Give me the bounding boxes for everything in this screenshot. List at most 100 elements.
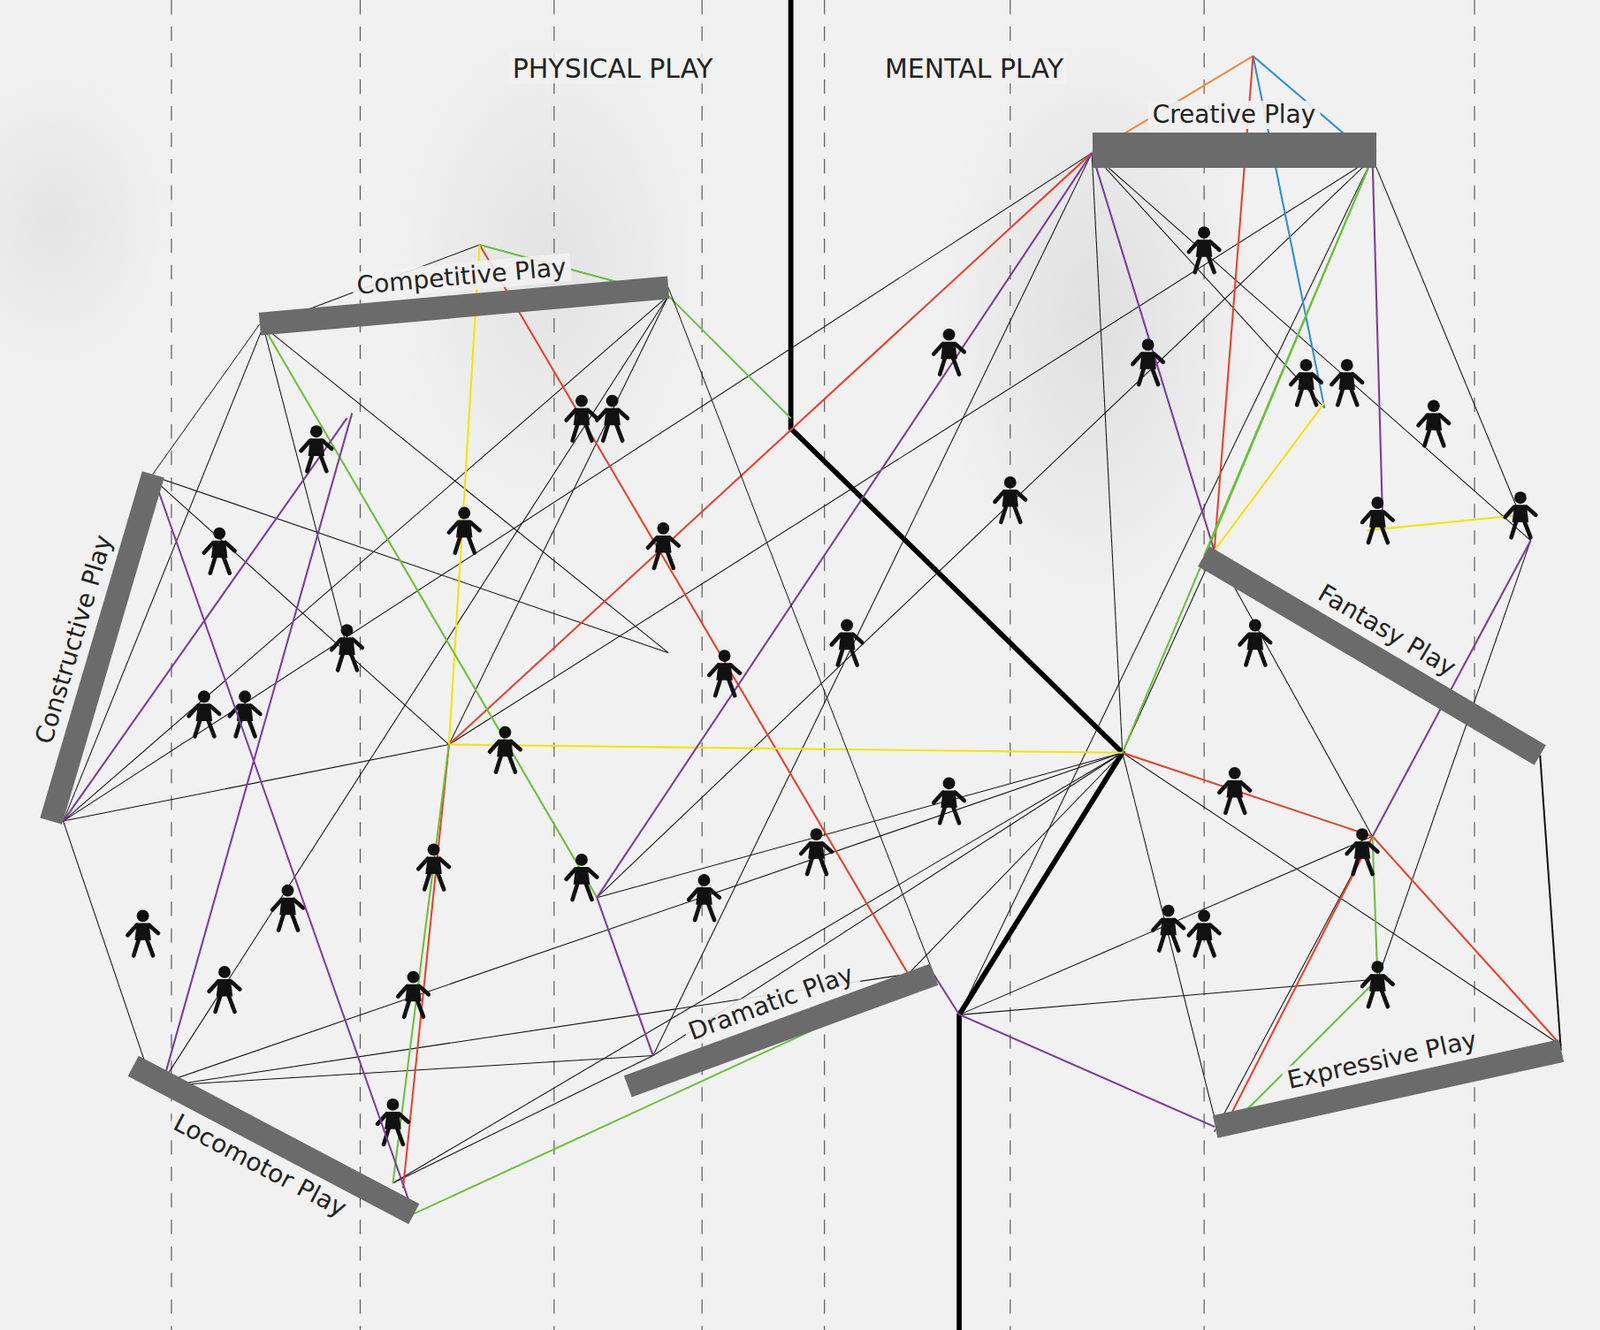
green-line [1372,836,1379,980]
child-figure [127,909,159,956]
network-line [1122,550,1215,754]
child-figure [1505,491,1537,538]
network-line [63,296,670,822]
child-figure [1362,960,1394,1007]
network-line [147,474,669,654]
network-line [263,326,669,653]
child-figure [647,522,679,569]
child-figure [1188,226,1220,273]
category-connector [1203,150,1377,557]
child-figure [566,853,598,900]
network-line [63,745,450,823]
child-figure [1290,358,1322,405]
purple-line [1372,540,1532,838]
network-line [1377,540,1531,980]
guide-line [823,0,825,1330]
network-line [63,152,1093,822]
purple-line [163,412,353,1082]
network-line [263,326,348,648]
child-figure [933,777,965,823]
play-category-band: Fantasy Play [1197,546,1547,765]
network-line [653,753,1123,1057]
category-connector [668,287,934,975]
network-line [152,1056,654,1088]
network-line [63,821,154,1087]
child-figure [1331,358,1363,405]
category-label: Competitive Play [350,252,572,301]
network-line [907,753,1122,975]
network-line [1122,753,1562,1046]
network-line [653,152,1092,1056]
play-category-band: Creative Play [1092,132,1377,168]
category-label: Locomotor Play [164,1106,355,1226]
category-label: Expressive Play [1280,1024,1484,1096]
network-line [596,753,1122,899]
play-category-band: Locomotor Play [127,1056,420,1225]
child-figure [449,507,480,554]
child-figure [596,395,628,442]
play-category-band: Expressive Play [1211,1039,1563,1139]
category-connector [933,975,1215,1128]
section-heading: PHYSICAL PLAY [509,53,717,84]
purple-line [1372,158,1384,521]
network-line [1372,158,1532,541]
network-line [152,753,1123,1087]
child-figure [489,726,521,773]
network-line [449,158,1373,746]
category-label: Fantasy Play [1309,577,1465,686]
child-figure [1347,828,1379,875]
category-label: Creative Play [1148,100,1321,130]
child-figure [418,843,450,890]
network-line [1122,753,1220,1138]
child-figure [229,690,261,737]
child-figure [1418,399,1450,446]
child-figure [1219,767,1250,814]
child-figure [566,395,598,442]
purple-line [596,152,1092,899]
play-category-band: Dramatic Play [623,963,938,1098]
yellow-line [449,745,1123,754]
network-line [163,296,669,1082]
child-figure [1240,619,1272,666]
child-figure [1152,905,1184,952]
network-line [147,474,450,746]
play-category-band: Constructive Play [39,471,164,825]
child-figure [331,624,363,671]
child-figure [301,425,333,472]
red-line [1372,836,1562,1046]
red-line [449,152,1092,745]
child-figure [800,828,832,875]
network-line [449,296,669,746]
red-line [1214,55,1254,551]
child-figure [1132,338,1164,385]
child-figure [933,328,965,375]
category-label: Constructive Play [28,527,120,752]
network-line [959,836,1373,1015]
child-figure [204,527,236,574]
purple-line [596,898,653,1057]
network-line [1091,152,1123,754]
network-line [596,158,1372,899]
child-figure [397,971,429,1018]
child-figure [1362,496,1394,543]
guide-line [1203,0,1205,1330]
play-category-band: Competitive Play [259,275,670,336]
child-figure [209,966,241,1013]
guide-line [1009,0,1011,1330]
guide-line [701,0,703,1330]
child-silhouettes [127,226,1536,1145]
guide-line [553,0,555,1330]
red-line [1122,753,1373,838]
child-figure [688,874,720,921]
yellow-line [1214,403,1326,551]
green-line [668,296,792,419]
child-figure [994,476,1026,523]
colored-network-lines [63,55,1562,1189]
section-heading: MENTAL PLAY [881,53,1067,84]
child-figure [377,1098,409,1145]
category-label: Dramatic Play [679,958,861,1048]
child-figure [708,649,740,696]
category-connector [1539,755,1562,1052]
category-connector [152,324,260,475]
